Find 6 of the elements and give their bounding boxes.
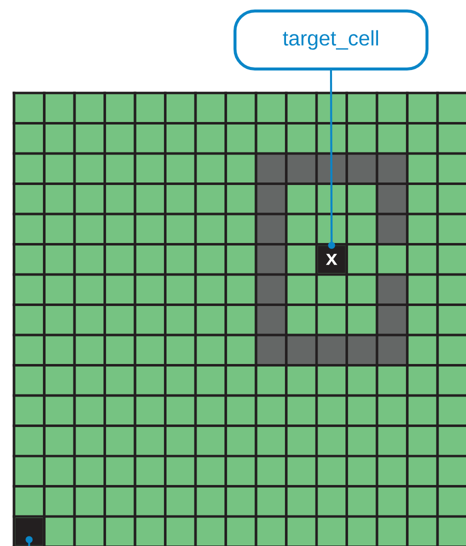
leader-line bbox=[328, 70, 336, 249]
leader-line bbox=[26, 536, 33, 546]
callout-box: target_cell bbox=[234, 10, 428, 70]
target-cell: x bbox=[318, 246, 346, 274]
node-label: x bbox=[326, 254, 338, 265]
start-cell bbox=[15, 518, 43, 546]
